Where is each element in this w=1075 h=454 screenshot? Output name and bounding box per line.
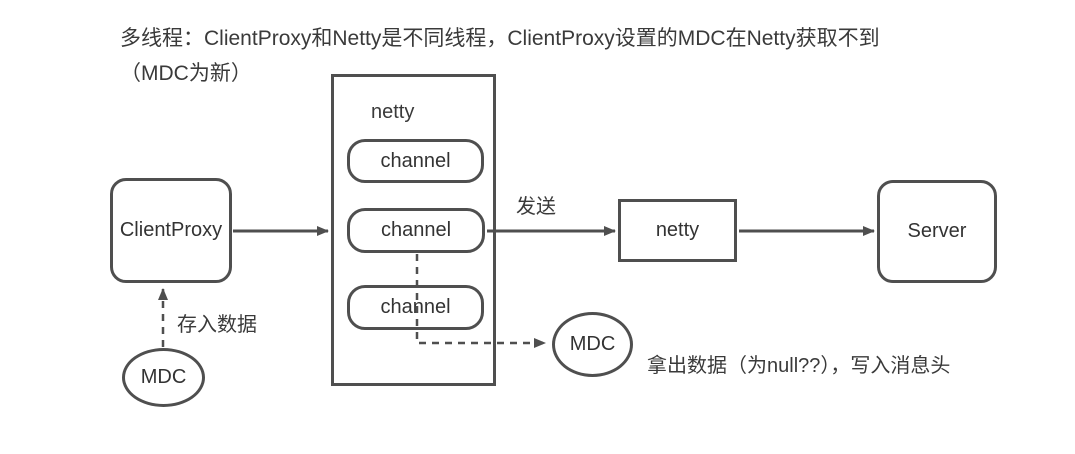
- netty-container-label: netty: [371, 101, 415, 123]
- node-channel-1: channel: [347, 139, 484, 183]
- diagram-title: 多线程：ClientProxy和Netty是不同线程，ClientProxy设置…: [120, 27, 880, 50]
- node-channel-3: channel: [347, 285, 484, 330]
- node-channel-3-label: channel: [380, 296, 451, 318]
- node-channel-2-label: channel: [380, 219, 452, 241]
- node-channel-2: channel: [347, 208, 485, 253]
- node-mdc-right-label: MDC: [569, 333, 616, 355]
- node-server-label: Server: [907, 220, 967, 242]
- node-netty-box-label: netty: [655, 219, 700, 241]
- edge-label-send: 发送: [516, 196, 556, 218]
- node-clientproxy-label: ClientProxy: [119, 219, 223, 241]
- node-mdc-right: MDC: [552, 312, 633, 377]
- node-server: Server: [877, 180, 997, 283]
- node-netty-box: netty: [618, 199, 737, 262]
- node-mdc-left-label: MDC: [140, 366, 187, 388]
- node-clientproxy: ClientProxy: [110, 178, 232, 283]
- node-channel-1-label: channel: [380, 149, 451, 172]
- edge-label-fetch: 拿出数据（为null??），写入消息头: [647, 355, 951, 377]
- diagram-subtitle: （MDC为新）: [120, 62, 252, 85]
- edge-label-store: 存入数据: [177, 314, 257, 336]
- node-mdc-left: MDC: [122, 348, 205, 407]
